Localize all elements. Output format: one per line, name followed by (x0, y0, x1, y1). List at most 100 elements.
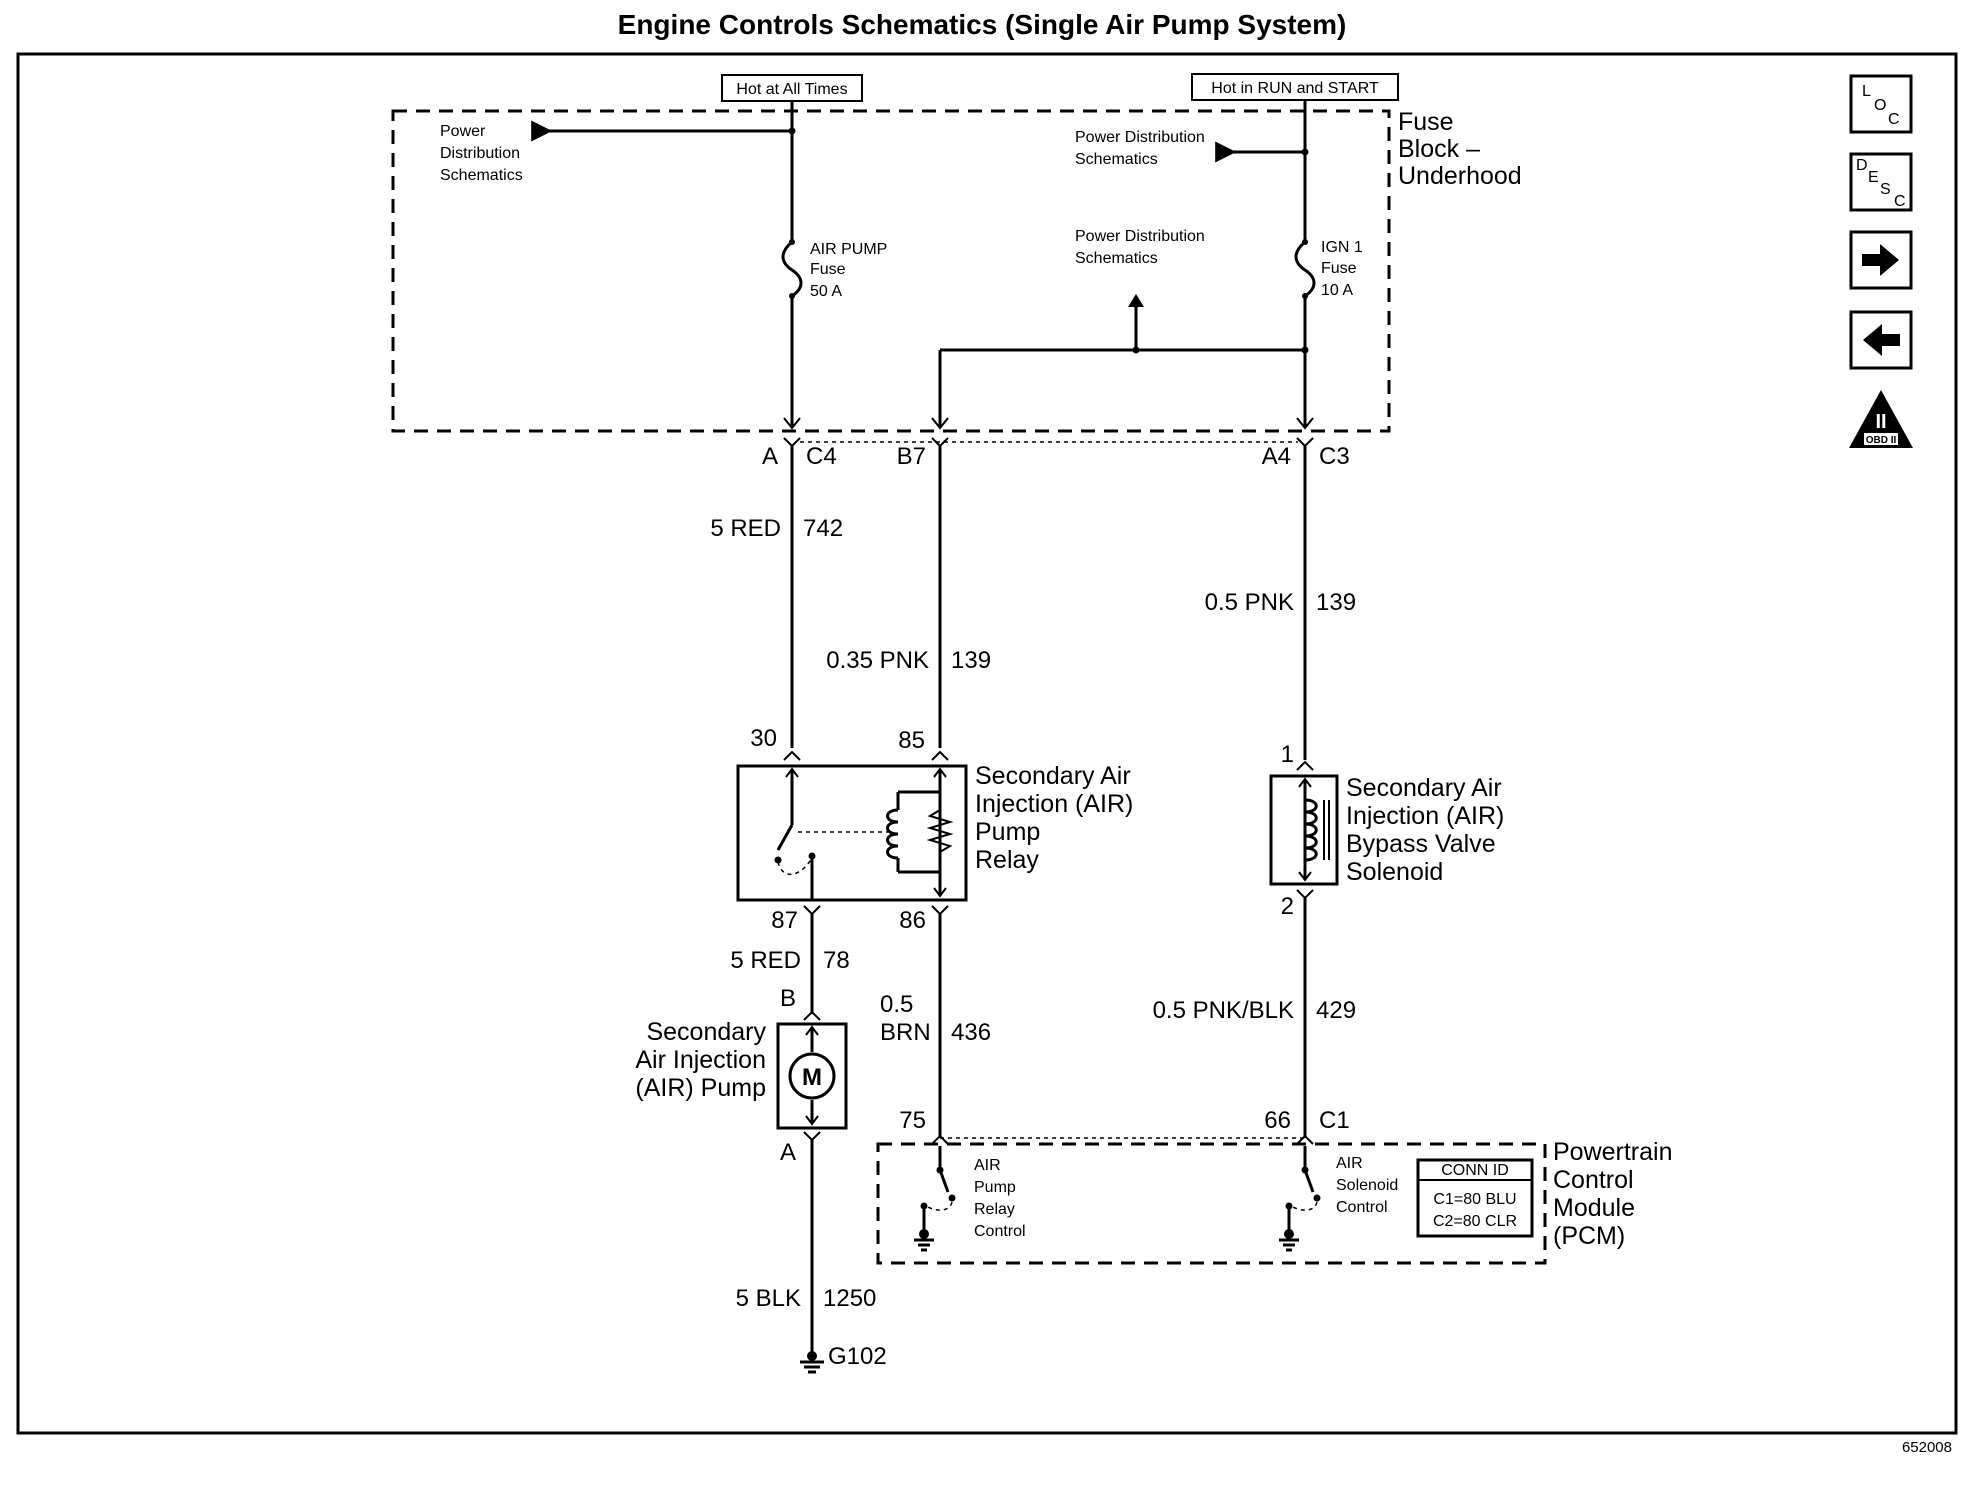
pump-label: Secondary Air Injection (AIR) Pump (635, 1018, 766, 1102)
conn-id-table: CONN ID C1=80 BLU C2=80 CLR (1416, 1158, 1534, 1238)
svg-text:E: E (1868, 169, 1879, 186)
svg-text:0.5 PNK: 0.5 PNK (1205, 589, 1294, 616)
svg-text:Fuse: Fuse (810, 261, 846, 278)
svg-text:C: C (1894, 193, 1906, 210)
svg-text:A: A (762, 443, 778, 470)
fuse-block-enclosure (391, 109, 1391, 433)
svg-text:66: 66 (1264, 1107, 1291, 1134)
wire-436-label: 0.5 BRN 436 (880, 991, 991, 1046)
desc-button[interactable]: D E S C (1849, 152, 1913, 212)
svg-text:139: 139 (1316, 589, 1356, 616)
svg-text:II: II (1875, 411, 1886, 433)
svg-text:139: 139 (951, 647, 991, 674)
relay-pins-87-86: 87 86 (771, 905, 949, 934)
svg-text:S: S (1880, 181, 1891, 198)
arrow-left-icon (1863, 324, 1900, 356)
svg-text:Secondary Air: Secondary Air (975, 762, 1131, 790)
wire-429-label: 0.5 PNK/BLK 429 (1153, 997, 1356, 1024)
pds-right-top-label: Power Distribution Schematics (1075, 129, 1205, 168)
svg-text:1: 1 (1281, 741, 1294, 768)
svg-text:C2=80 CLR: C2=80 CLR (1433, 1213, 1517, 1230)
svg-text:Control: Control (974, 1223, 1026, 1240)
svg-text:Schematics: Schematics (1075, 250, 1158, 267)
pcm-pins: 75 66 C1 (899, 1107, 1350, 1145)
svg-text:Solenoid: Solenoid (1346, 858, 1443, 886)
connector-c3: A4 C3 (1262, 437, 1350, 470)
loc-button[interactable]: L O C (1849, 74, 1913, 134)
pcm-relay-control-switch: AIR Pump Relay Control (914, 1146, 1026, 1252)
svg-text:Module: Module (1553, 1194, 1635, 1222)
svg-text:C1: C1 (1319, 1107, 1350, 1134)
svg-text:Pump: Pump (975, 818, 1040, 846)
svg-text:Hot at All Times: Hot at All Times (736, 81, 847, 98)
svg-text:Pump: Pump (974, 1179, 1016, 1196)
svg-text:Control: Control (1553, 1166, 1634, 1194)
svg-text:75: 75 (899, 1107, 926, 1134)
svg-text:A: A (780, 1139, 796, 1166)
svg-text:Schematics: Schematics (440, 167, 523, 184)
pcm-solenoid-control-switch: AIR Solenoid Control (1279, 1146, 1398, 1252)
svg-text:87: 87 (771, 907, 798, 934)
svg-text:Secondary Air: Secondary Air (1346, 774, 1502, 802)
svg-text:(PCM): (PCM) (1553, 1222, 1625, 1250)
svg-text:2: 2 (1281, 893, 1294, 920)
svg-text:Air Injection: Air Injection (635, 1046, 766, 1074)
svg-text:10 A: 10 A (1321, 282, 1353, 299)
svg-text:50 A: 50 A (810, 283, 842, 300)
hot-in-run-start-label: Hot in RUN and START (1191, 73, 1399, 101)
svg-text:C: C (1888, 111, 1900, 128)
svg-text:AIR: AIR (1336, 1155, 1363, 1172)
svg-text:Block –: Block – (1398, 135, 1480, 163)
svg-text:Relay: Relay (974, 1201, 1015, 1218)
svg-text:742: 742 (803, 515, 843, 542)
svg-text:C4: C4 (806, 443, 837, 470)
svg-text:0.5: 0.5 (880, 991, 913, 1018)
svg-text:C1=80 BLU: C1=80 BLU (1433, 1191, 1516, 1208)
svg-text:Fuse: Fuse (1398, 108, 1454, 136)
svg-text:Powertrain: Powertrain (1553, 1138, 1673, 1166)
wire-742-label: 5 RED 742 (710, 515, 843, 542)
svg-text:85: 85 (898, 727, 925, 754)
arrow-right-icon (1862, 244, 1899, 276)
air-pump-fuse: AIR PUMP Fuse 50 A (781, 239, 887, 300)
wire-78-label: 5 RED 78 (730, 947, 849, 974)
svg-text:G102: G102 (828, 1343, 887, 1370)
svg-text:Secondary: Secondary (646, 1018, 766, 1046)
svg-text:(AIR) Pump: (AIR) Pump (635, 1074, 766, 1102)
pds-left-label: Power Distribution Schematics (440, 123, 523, 184)
svg-text:CONN ID: CONN ID (1441, 1162, 1509, 1179)
svg-text:Solenoid: Solenoid (1336, 1177, 1398, 1194)
svg-text:C3: C3 (1319, 443, 1350, 470)
wire-139-solenoid-label: 0.5 PNK 139 (1205, 589, 1356, 616)
svg-text:A4: A4 (1262, 443, 1291, 470)
connector-b7: B7 (897, 437, 949, 470)
svg-text:86: 86 (899, 907, 926, 934)
svg-text:5 RED: 5 RED (710, 515, 781, 542)
pcm-label: Powertrain Control Module (PCM) (1553, 1138, 1673, 1250)
bypass-valve-solenoid: 1 2 (1269, 741, 1339, 920)
svg-text:B: B (780, 985, 796, 1012)
svg-text:B7: B7 (897, 443, 926, 470)
obd-ii-icon[interactable]: II OBD II (1849, 390, 1913, 448)
back-button[interactable] (1849, 310, 1913, 370)
svg-text:AIR: AIR (974, 1157, 1001, 1174)
solenoid-label: Secondary Air Injection (AIR) Bypass Val… (1346, 774, 1504, 886)
diagram-frame (16, 52, 1958, 1435)
pcm-enclosure (876, 1142, 1547, 1265)
figure-id: 652008 (1902, 1439, 1952, 1456)
air-pump-motor: B M A (776, 985, 848, 1166)
svg-text:0.5 PNK/BLK: 0.5 PNK/BLK (1153, 997, 1294, 1024)
svg-text:IGN 1: IGN 1 (1321, 239, 1363, 256)
wire-1250-label: 5 BLK 1250 (736, 1285, 877, 1312)
hot-at-all-times-label: Hot at All Times (721, 74, 863, 102)
svg-text:Underhood: Underhood (1398, 162, 1522, 190)
svg-text:O: O (1874, 97, 1886, 114)
svg-text:78: 78 (823, 947, 850, 974)
svg-text:0.35 PNK: 0.35 PNK (826, 647, 929, 674)
next-button[interactable] (1849, 230, 1913, 290)
svg-text:Injection (AIR): Injection (AIR) (975, 790, 1133, 818)
svg-text:1250: 1250 (823, 1285, 876, 1312)
air-pump-relay: 30 85 (736, 725, 968, 902)
svg-text:Distribution: Distribution (440, 145, 520, 162)
